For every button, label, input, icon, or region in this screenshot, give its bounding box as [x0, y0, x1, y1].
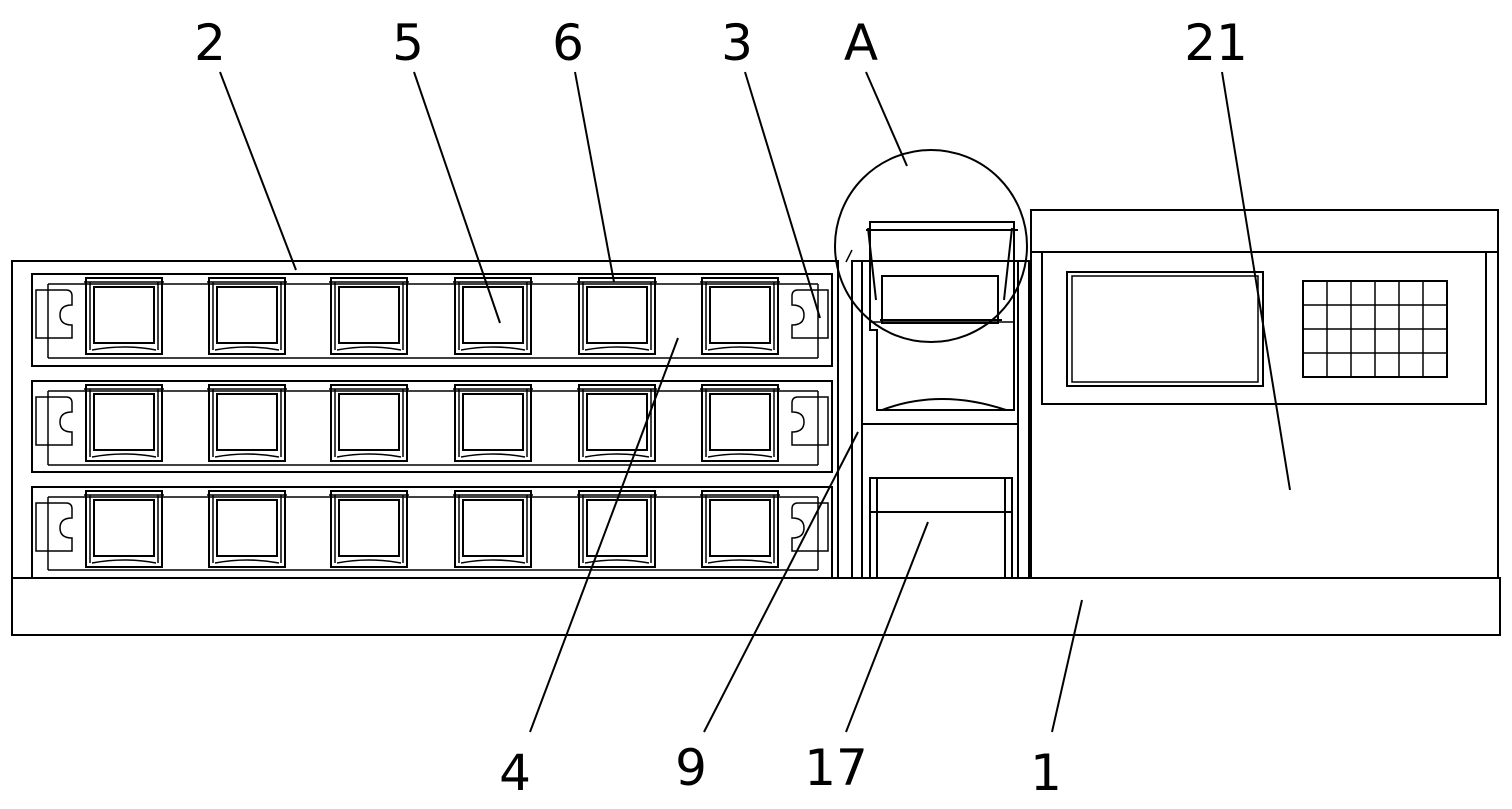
leader-2: [219, 71, 297, 271]
label-4: 4: [499, 744, 531, 802]
leader-17: [845, 521, 929, 733]
medicine-box: [700, 490, 780, 568]
leader-6: [574, 71, 615, 283]
medicine-box: [700, 277, 780, 355]
shelf-drawer-1: [31, 273, 833, 367]
medicine-box: [453, 490, 533, 568]
medicine-box: [329, 277, 409, 355]
medicine-box: [453, 277, 533, 355]
rack-housing: [11, 260, 839, 579]
label-5: 5: [392, 14, 424, 72]
medicine-box: [577, 384, 657, 462]
label-a: A: [844, 14, 878, 72]
label-2: 2: [194, 14, 226, 72]
leader-a: [865, 71, 908, 167]
display-screen: [1066, 271, 1264, 387]
middle-column: [851, 260, 1030, 579]
medicine-box: [453, 384, 533, 462]
label-6: 6: [552, 14, 584, 72]
shelf-3-left-slot: [35, 502, 73, 552]
medicine-box: [84, 490, 164, 568]
medicine-box: [84, 384, 164, 462]
leader-5: [413, 71, 501, 324]
medicine-box: [84, 277, 164, 355]
leader-21: [1221, 71, 1291, 491]
label-9: 9: [675, 739, 707, 797]
detail-circle-a: [834, 149, 1028, 343]
shelf-1-right-slot: [791, 289, 829, 339]
leader-9: [703, 431, 859, 733]
label-17: 17: [804, 739, 868, 797]
medicine-box: [207, 490, 287, 568]
keypad: [1302, 280, 1448, 378]
label-1: 1: [1030, 744, 1062, 802]
shelf-3-right-slot: [791, 502, 829, 552]
medicine-boxes: [84, 277, 780, 568]
label-21: 21: [1184, 14, 1248, 72]
leader-3: [744, 71, 821, 319]
dispensing-unit: [845, 221, 1018, 411]
shelf-1-left-slot: [35, 289, 73, 339]
base-plate: [11, 577, 1501, 636]
medicine-box: [700, 384, 780, 462]
medicine-box: [207, 384, 287, 462]
shelf-2-right-slot: [791, 396, 829, 446]
medicine-box: [207, 277, 287, 355]
leader-lines: [219, 71, 1291, 733]
medicine-box: [577, 277, 657, 355]
drawer-17: [869, 477, 1013, 579]
shelf-2-left-slot: [35, 396, 73, 446]
control-cabinet: [1030, 209, 1499, 579]
shelf-drawer-2: [31, 380, 833, 473]
shelf-drawer-3: [31, 486, 833, 579]
leader-4: [529, 337, 679, 733]
leader-1: [1051, 599, 1083, 733]
label-3: 3: [721, 14, 753, 72]
medicine-box: [329, 490, 409, 568]
medicine-box: [329, 384, 409, 462]
